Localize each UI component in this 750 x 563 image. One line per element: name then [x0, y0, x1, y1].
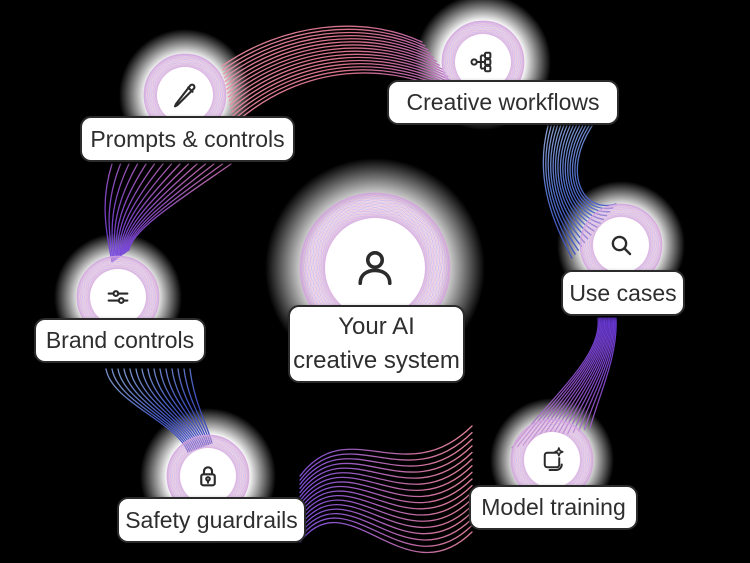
center-label-line1: Your AI: [338, 313, 415, 340]
creative-workflows-label: Creative workflows: [387, 80, 619, 125]
workflow-icon: [470, 51, 492, 73]
brand-controls-label: Brand controls: [34, 318, 206, 363]
person-icon: [358, 251, 392, 285]
model-training-icon: [543, 447, 564, 471]
brand-controls-node-circle: [90, 269, 146, 325]
center-node-circle: [325, 218, 425, 318]
prompts-controls-label: Prompts & controls: [80, 116, 295, 162]
model-training-node-circle: [524, 432, 580, 488]
center-label-line2: creative system: [293, 347, 460, 374]
sliders-icon: [107, 290, 129, 304]
lock-icon: [200, 466, 216, 487]
pencil-icon: [173, 83, 196, 108]
search-icon: [611, 235, 632, 256]
safety-guardrails-node-circle: [180, 448, 236, 504]
prompts-controls-node-circle: [157, 67, 213, 123]
use-cases-label: Use cases: [561, 270, 685, 316]
use-cases-node-circle: [593, 217, 649, 273]
model-training-label: Model training: [469, 485, 638, 530]
center-label: Your AI creative system: [288, 305, 465, 383]
safety-guardrails-label: Safety guardrails: [117, 497, 306, 543]
